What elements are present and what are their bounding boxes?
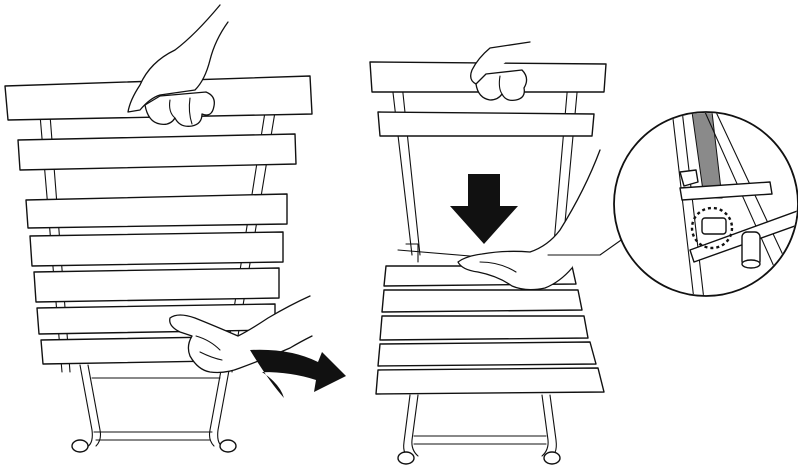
panel-step-1 <box>5 5 346 452</box>
backrest-second-slat <box>18 134 296 170</box>
backrest-second-slat <box>378 112 594 136</box>
panel-step-2 <box>370 42 798 464</box>
down-arrow-icon <box>450 174 518 244</box>
magnifier-callout-icon <box>614 110 798 300</box>
seat-slats-right <box>376 266 604 394</box>
